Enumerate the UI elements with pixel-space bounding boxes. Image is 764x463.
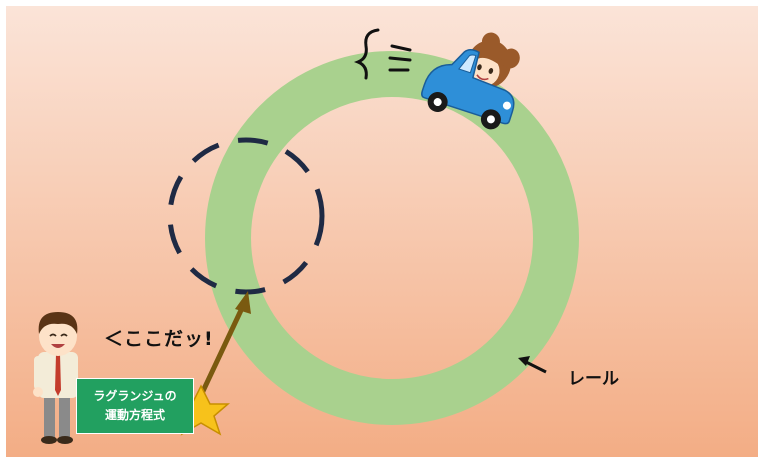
rail-label: レール (568, 369, 619, 389)
equation-box: ラグランジュの 運動方程式 (76, 378, 194, 434)
smiling-man-icon (33, 312, 78, 444)
equation-box-line1: ラグランジュの (93, 389, 177, 403)
equation-box-line2: 運動方程式 (104, 408, 165, 422)
illustration-canvas: ＜ここだッ! レール ラグランジュの 運動方程式 (6, 6, 758, 457)
exclamation-text: ＜ここだッ! (104, 328, 214, 350)
rail-loop (205, 51, 579, 425)
dashed-highlight-circle (167, 137, 325, 295)
speed-lines-icon (353, 28, 412, 80)
rail-label-arrow-icon (518, 356, 547, 374)
blue-car-with-girl-icon (421, 32, 520, 130)
pointer-arrow-icon (193, 291, 251, 408)
